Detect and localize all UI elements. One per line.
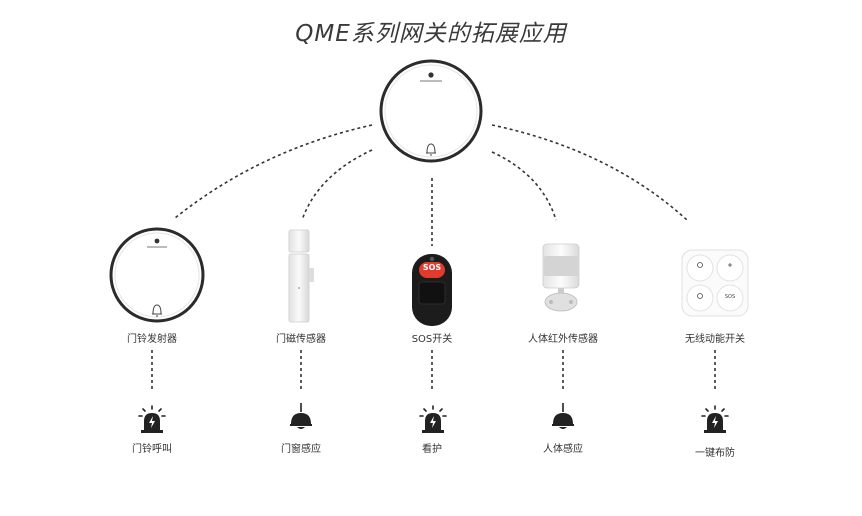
switch-button-text: SOS [724, 294, 736, 300]
diagram-title: QME系列网关的拓展应用 [295, 21, 567, 47]
sos-keyfob-device [412, 254, 452, 326]
gateway-logo-dot [428, 72, 434, 78]
bell-icon [426, 143, 436, 156]
ceiling-lamp-icon [552, 403, 574, 429]
bell-icon [152, 304, 162, 317]
device-label-pir: 人体红外传感器 [528, 334, 598, 345]
function-label-doorbell: 门铃呼叫 [132, 444, 172, 455]
gateway-device [379, 59, 483, 163]
connector-gateway-doorsensor [301, 149, 373, 221]
ceiling-lamp-icon [290, 403, 312, 429]
sos-button-text: SOS [422, 263, 442, 272]
alarm-light-icon [701, 405, 729, 433]
alarm-light-icon [138, 405, 166, 433]
doorbell-transmitter-device [109, 227, 205, 323]
function-label-door-sensor: 门窗感应 [281, 444, 321, 455]
alarm-light-icon [419, 405, 447, 433]
pir-sensor-device [542, 243, 580, 312]
device-label-switch: 无线动能开关 [685, 334, 745, 345]
function-label-pir: 人体感应 [543, 444, 583, 455]
kinetic-switch-device [681, 249, 749, 317]
function-label-sos: 看护 [422, 444, 442, 455]
connector-gateway-pir [491, 151, 557, 221]
function-label-switch: 一键布防 [695, 448, 735, 459]
device-label-sos: SOS开关 [411, 334, 453, 345]
device-label-door-sensor: 门磁传感器 [276, 334, 326, 345]
device-label-doorbell: 门铃发射器 [127, 334, 177, 345]
connector-gateway-switch [491, 124, 688, 221]
door-sensor-device [288, 229, 314, 323]
connector-gateway-doorbell [174, 124, 373, 219]
